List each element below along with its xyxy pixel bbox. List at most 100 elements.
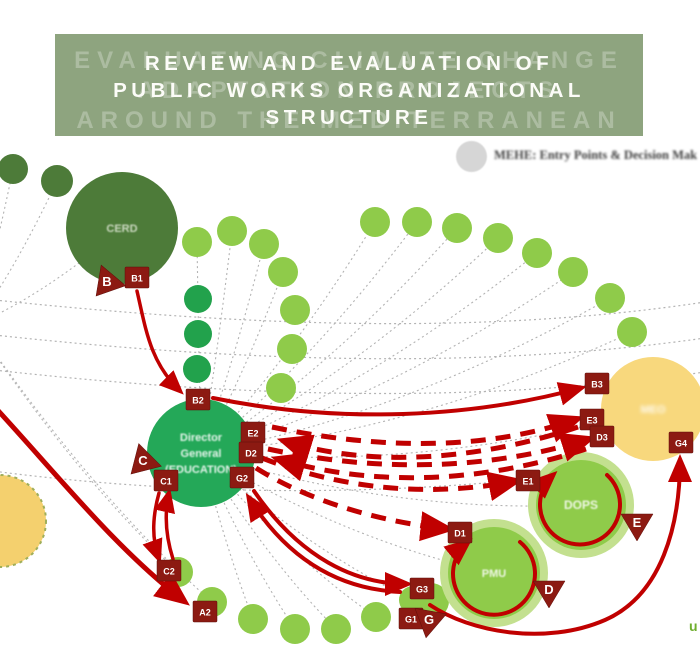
small-node-circle	[277, 334, 307, 364]
node-dops-label: DOPS	[564, 498, 598, 512]
small-node-circle	[280, 295, 310, 325]
node-dot-dg-2	[41, 165, 73, 197]
small-node-circle	[184, 285, 212, 313]
dotted-connector-line	[200, 271, 574, 454]
small-node-circle	[558, 257, 588, 287]
flow-arrow-dashed	[270, 446, 587, 482]
small-node-circle	[249, 229, 279, 259]
node-dops	[536, 460, 626, 550]
badge-E3-label: E3	[586, 416, 597, 426]
badge-A2	[192, 600, 218, 623]
badge-C1-label: C1	[160, 477, 172, 487]
small-node-circle	[238, 604, 268, 634]
triangle-D-label: D	[544, 582, 553, 597]
dotted-connector-line	[200, 452, 582, 507]
dotted-guide-line	[0, 335, 700, 360]
title-line: PUBLIC WORKS ORGANIZATIONAL	[113, 79, 585, 102]
triangle-D	[532, 580, 566, 609]
badge-G4	[668, 431, 694, 454]
title-line: REVIEW AND EVALUATION OF	[144, 52, 554, 75]
flow-arrow-solid	[528, 470, 622, 547]
badge-D2-label: D2	[245, 449, 257, 459]
small-node-circle	[402, 207, 432, 237]
dotted-connector-line	[0, 180, 58, 289]
badge-G4-label: G4	[675, 439, 687, 449]
flow-arrow-solid	[245, 492, 402, 594]
node-dot-dg-1	[0, 154, 28, 184]
flow-arrow-dashed	[271, 414, 585, 446]
badge-G3	[409, 577, 435, 600]
badge-B3-label: B3	[591, 380, 603, 390]
small-node-circle	[483, 223, 513, 253]
badge-C2-label: C2	[163, 567, 175, 577]
flow-arrow-solid	[135, 289, 184, 395]
badge-G1-label: G1	[405, 615, 417, 625]
triangle-C	[130, 443, 162, 475]
badge-B3	[584, 372, 610, 395]
small-node-circle	[266, 373, 296, 403]
badge-G2	[229, 466, 255, 489]
dotted-connector-line	[0, 360, 179, 573]
badge-D2	[238, 441, 264, 464]
triangle-C-label: C	[138, 453, 148, 468]
small-node-circle	[217, 216, 247, 246]
node-corner-yellow	[0, 474, 47, 568]
node-cerd-label: CERD	[106, 223, 137, 235]
legend-label: MEHE: Entry Points & Decision Mak	[494, 148, 698, 162]
flow-arrow-dashed	[254, 465, 456, 542]
small-node-circle	[361, 602, 391, 632]
badge-E1	[515, 469, 541, 492]
node-pmu-label: PMU	[482, 568, 507, 580]
title-banner: EVALUATING CLIMATE CHANGE ADAPTATION PRO…	[55, 34, 643, 136]
small-node-circle	[321, 614, 351, 644]
corner-logo-text: u	[689, 618, 698, 634]
node-director-general-label: General	[181, 448, 222, 460]
flow-arrow-solid	[154, 487, 175, 561]
badge-D1	[447, 521, 473, 544]
dotted-guide-line	[0, 471, 521, 492]
triangle-B-label: B	[102, 274, 111, 289]
small-node-circle	[183, 355, 211, 383]
badge-G3-label: G3	[416, 585, 428, 595]
node-director-general-label: (EDUCATION)	[165, 464, 237, 476]
small-node-circle	[280, 614, 310, 644]
title-line: STRUCTURE	[265, 106, 433, 129]
small-node-circle	[182, 227, 212, 257]
dotted-connector-line	[200, 452, 254, 620]
triangle-B	[95, 264, 127, 297]
dotted-connector-line	[200, 331, 633, 454]
triangle-E-label: E	[633, 515, 642, 530]
badge-B2	[185, 388, 211, 411]
legend-marker-circle	[456, 141, 487, 172]
node-cerd	[66, 172, 178, 284]
badge-C1	[153, 469, 179, 492]
small-node-circle	[184, 320, 212, 348]
badge-E1-label: E1	[522, 477, 533, 487]
triangle-G-label: G	[424, 612, 434, 627]
badge-D3-label: D3	[596, 433, 608, 443]
badge-D1-label: D1	[454, 529, 466, 539]
flow-arrow-dashed	[276, 424, 579, 464]
triangle-E	[620, 513, 654, 542]
small-node-circle	[268, 257, 298, 287]
flow-arrow-solid	[142, 491, 163, 564]
small-node-circle	[442, 213, 472, 243]
page-title: REVIEW AND EVALUATION OF PUBLIC WORKS OR…	[55, 50, 643, 131]
dotted-connector-line	[200, 297, 611, 454]
badge-A2-label: A2	[199, 608, 211, 618]
flow-arrow-dashed	[261, 455, 524, 502]
dotted-connector-line	[0, 359, 213, 603]
dotted-guide-line	[0, 299, 700, 325]
node-meo-label: MEO	[640, 404, 666, 416]
flow-arrow-solid	[211, 382, 587, 417]
small-node-circle	[522, 238, 552, 268]
flow-arrow-dashed	[267, 432, 597, 468]
triangle-G	[414, 608, 447, 639]
node-director-general-label: Director	[180, 432, 223, 444]
badge-B2-label: B2	[192, 396, 204, 406]
badge-E2-label: E2	[247, 429, 258, 439]
flow-arrow-solid	[443, 538, 537, 617]
small-node-circle	[595, 283, 625, 313]
badge-B1	[124, 266, 150, 289]
